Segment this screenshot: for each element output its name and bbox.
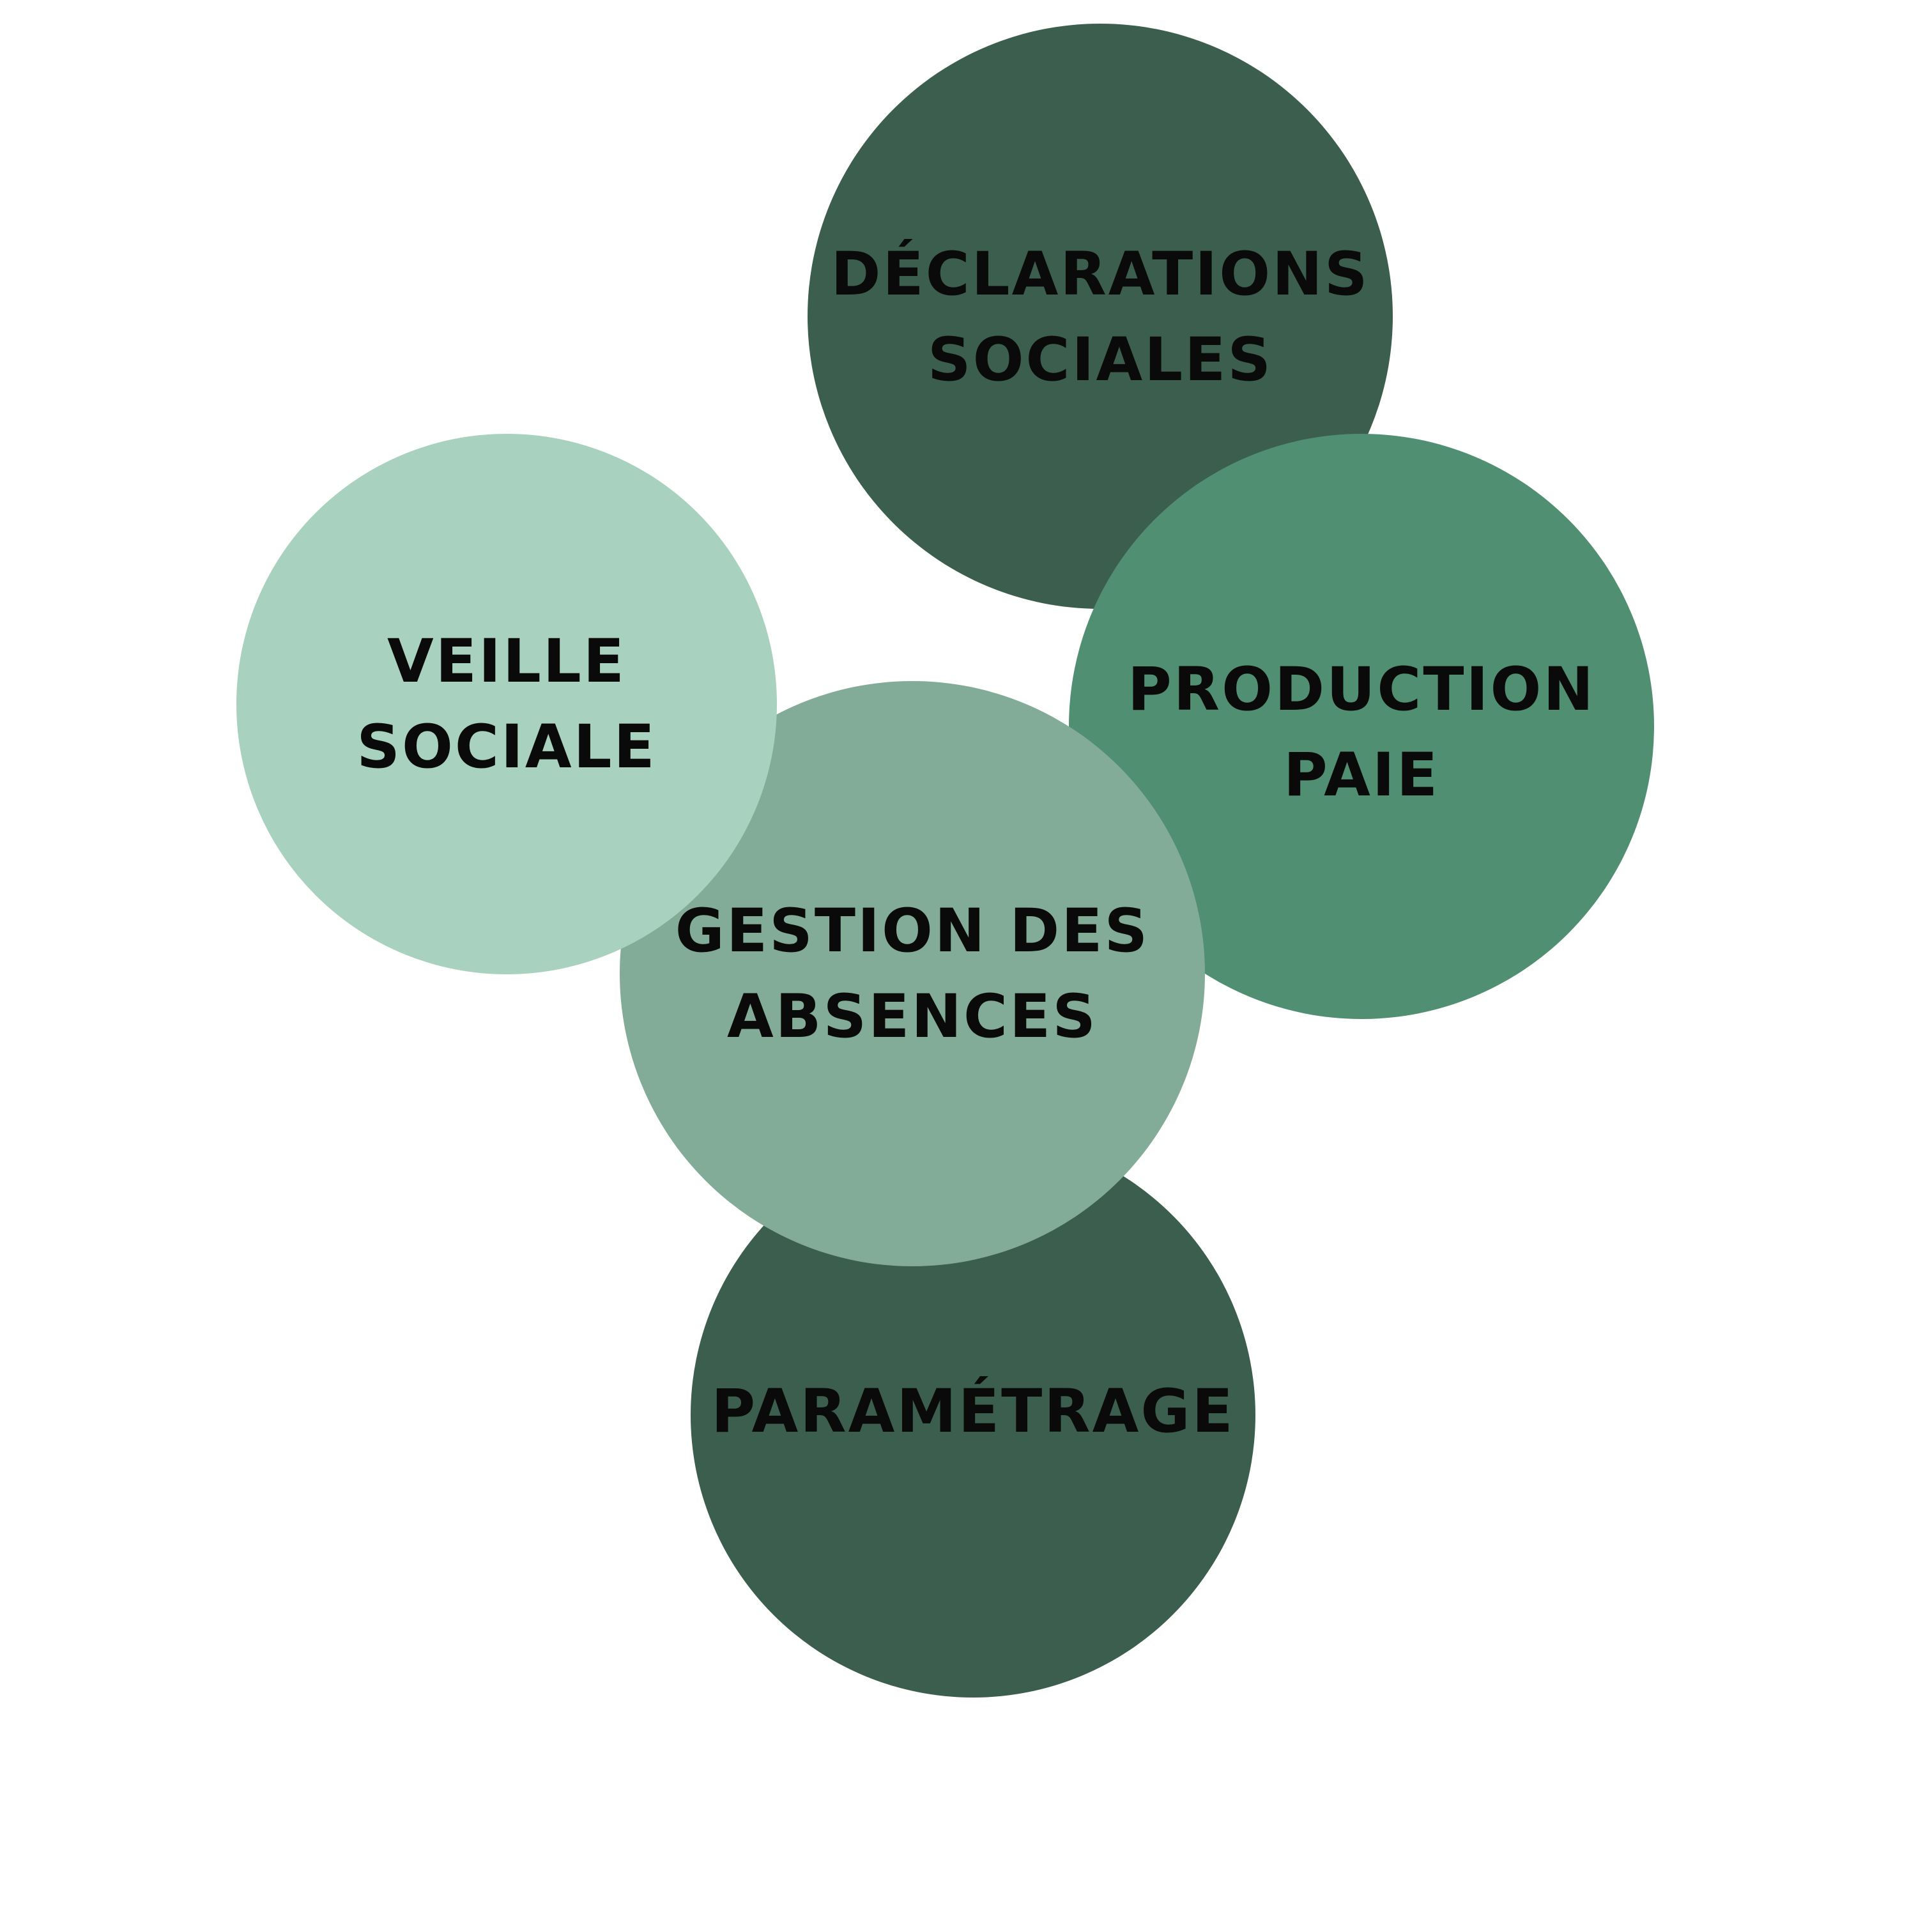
label-declarations-sociales: DÉCLARATIONS SOCIALES [808, 232, 1393, 403]
label-parametrage-line1: PARAMÉTRAGE [711, 1377, 1235, 1446]
label-declarations-line2: SOCIALES [927, 325, 1273, 395]
label-veille-sociale: VEILLE SOCIALE [236, 619, 777, 790]
label-production-line2: PAIE [1283, 740, 1440, 810]
label-declarations-line1: DÉCLARATIONS [831, 240, 1370, 309]
label-veille-line2: SOCIALE [356, 712, 657, 782]
label-production-paie: PRODUCTION PAIE [1069, 647, 1654, 818]
label-gestion-des-absences: GESTION DES ABSENCES [620, 889, 1205, 1060]
label-gestion-line2: ABSENCES [727, 982, 1098, 1052]
label-parametrage: PARAMÉTRAGE [691, 1369, 1255, 1455]
label-production-line1: PRODUCTION [1127, 655, 1596, 724]
label-gestion-line1: GESTION DES [675, 896, 1150, 966]
circle-veille-sociale: VEILLE SOCIALE [236, 434, 777, 974]
label-veille-line1: VEILLE [387, 627, 626, 696]
